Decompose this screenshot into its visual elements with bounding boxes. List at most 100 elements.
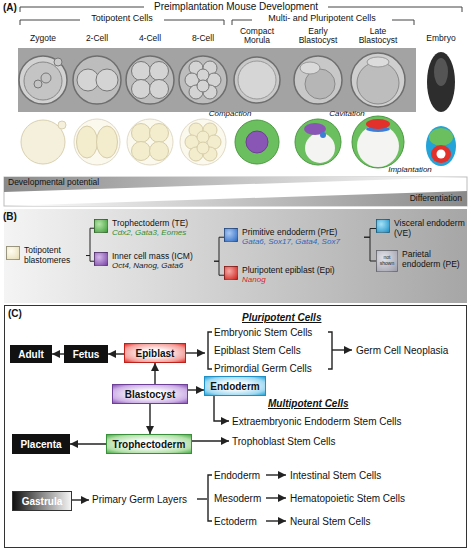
embryo-cartoons-part: [357, 125, 399, 167]
box-text: Adult: [18, 349, 44, 360]
embryo-cartoons-part: [197, 142, 209, 154]
box-text: Epiblast: [136, 348, 175, 359]
box-text: Endoderm: [210, 381, 259, 392]
leader-arrows-part: [266, 474, 286, 475]
embryo-cartoons-part: [180, 119, 226, 165]
embryo-cartoons-part: [429, 128, 453, 146]
embryo-cartoons-part: [320, 132, 326, 138]
text-column: Pluripotent epiblast (Epi)Nanog: [242, 266, 364, 284]
embryo-photos-part: [150, 80, 169, 99]
text-label: 4-Cell: [124, 34, 176, 43]
leader-arrows-part: [332, 349, 352, 350]
embryo-cartoons-part: [77, 126, 98, 158]
embryo-cartoons-part: [431, 145, 451, 163]
embryo-cartoons-part: [437, 150, 446, 159]
text-label: (A): [3, 2, 17, 13]
embryo-photos-part: [185, 61, 221, 99]
embryo-photos-part: [19, 56, 67, 104]
stage-box: Fetus: [64, 345, 108, 363]
marker-genes: Oct4, Nanog, Gata6: [112, 262, 214, 271]
lineage-node: Trophectoderm (TE)Cdx2, Gata3, Eomes: [94, 219, 214, 237]
embryo-photos-part: [150, 62, 169, 81]
embryo-photos-part: [351, 53, 405, 107]
embryo-cartoons-part: [185, 123, 221, 161]
marker-genes: Cdx2, Gata3, Eomes: [112, 229, 214, 238]
cell-type-name: Inner cell mass (ICM): [112, 252, 214, 262]
text-label: Primary Germ Layers: [92, 494, 187, 505]
embryo-photos-part: [73, 56, 121, 104]
lineage-node: Pluripotent epiblast (Epi)Nanog: [224, 266, 364, 284]
text-label: Compaction: [209, 110, 252, 119]
embryo-photos-part: [96, 69, 118, 91]
embryo-cartoons-part: [150, 124, 169, 143]
arrow-connector: [108, 353, 124, 354]
box-text: Blastocyst: [125, 389, 176, 400]
lineage-node: Totipotent blastomeres: [6, 246, 86, 265]
color-swatch: [224, 266, 238, 280]
stage-box: Endoderm: [204, 376, 266, 396]
lineage-branch: [364, 237, 376, 261]
text-label: Pluripotent Cells: [242, 312, 321, 323]
stage-box: Gastrula: [12, 491, 72, 511]
embryo-cartoons-part: [74, 119, 120, 165]
swatch-note: not shown: [377, 255, 397, 266]
embryo-photos-part: [41, 73, 51, 83]
color-swatch: [6, 246, 20, 260]
embryo-cartoons-part: [127, 119, 173, 165]
embryo-photos-part: [294, 56, 342, 104]
panel-c-frame-part: [5, 306, 467, 548]
text-label: Implantation: [388, 166, 432, 175]
embryo-cartoons-part: [366, 119, 390, 129]
embryo-cartoons-part: [197, 131, 209, 143]
embryo-photos-part: [427, 52, 455, 112]
text-column: Totipotent blastomeres: [24, 246, 86, 265]
embryo-photos-part: [357, 62, 399, 104]
text-label: Embryo: [418, 34, 464, 43]
embryo-cartoons-part: [426, 126, 456, 166]
leader-arrows-part: [266, 497, 286, 498]
embryo-cartoons-part: [352, 116, 404, 168]
lineage-node: Visceral endoderm (VE): [376, 219, 466, 238]
cell-type-name: Visceral endoderm (VE): [394, 219, 466, 238]
embryo-cartoons-part: [97, 126, 118, 158]
text-column: Inner cell mass (ICM)Oct4, Nanog, Gata6: [112, 252, 214, 270]
box-text: Fetus: [73, 349, 100, 360]
embryo-photos-part: [34, 80, 42, 88]
text-label: Late Blastocyst: [350, 27, 406, 46]
text-label: Hematopoietic Stem Cells: [290, 493, 405, 504]
panel-c-frame: [5, 306, 467, 548]
text-label: Mesoderm: [214, 493, 261, 504]
cell-type-name: Primitive endoderm (PrE): [242, 228, 364, 238]
text-label: Epiblast Stem Cells: [214, 345, 301, 356]
lineage-branch: [214, 237, 224, 261]
text-label: Trophoblast Stem Cells: [232, 436, 336, 447]
embryo-photos-part: [197, 80, 209, 92]
embryo-photos-part: [197, 69, 209, 81]
text-label: Embryonic Stem Cells: [214, 327, 312, 338]
color-swatch: not shown: [376, 250, 398, 272]
embryo-photos-part: [300, 62, 320, 74]
embryo-photos-part: [132, 80, 151, 99]
leader-arrows-part: [186, 352, 205, 353]
stage-box: Adult: [10, 345, 52, 363]
arrow-connector: [149, 404, 150, 434]
embryo-photos-part: [234, 57, 280, 103]
leader-arrows-part: [208, 475, 212, 521]
text-label: Early Blastocyst: [290, 27, 346, 46]
text-column: Trophectoderm (TE)Cdx2, Gata3, Eomes: [112, 219, 214, 237]
potential-gradient-bar-part: [4, 191, 467, 206]
cell-type-name: Pluripotent epiblast (Epi): [242, 266, 364, 276]
embryo-cartoons-part: [132, 142, 151, 161]
leader-arrows-part: [72, 499, 89, 500]
marker-genes: Nanog: [242, 276, 364, 285]
leader-arrows-part: [197, 498, 207, 499]
text-label: Cavitation: [329, 110, 365, 119]
embryo-cartoons-part: [21, 120, 65, 164]
potential-gradient-bar-part: [4, 177, 467, 206]
panel-b-background: [4, 209, 467, 303]
text-label: Neural Stem Cells: [290, 516, 371, 527]
leader-arrows-part: [214, 396, 229, 421]
lineage-branch: [214, 261, 224, 275]
stage-box: Blastocyst: [112, 384, 188, 404]
